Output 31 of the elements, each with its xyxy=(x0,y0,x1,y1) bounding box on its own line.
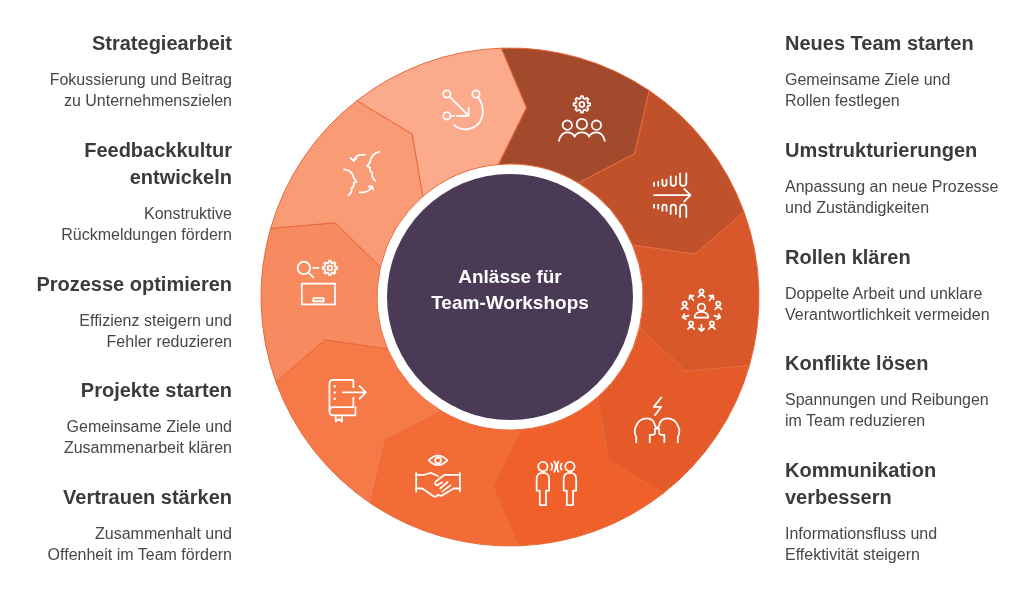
center-title: Anlässe für Team-Workshops xyxy=(430,265,590,315)
ring-segment xyxy=(270,100,424,268)
ring-segment xyxy=(356,47,528,198)
ring-segment xyxy=(631,211,760,372)
topic-description: Gemeinsame Ziele und Zusammenarbeit klären xyxy=(62,417,232,458)
topic-description: Doppelte Arbeit und unklare Verantwortlichkeit vermeiden xyxy=(785,284,991,325)
topic-description: Fokussierung und Beitrag zu Unternehmenszielen xyxy=(48,70,232,111)
topic-heading: Konflikte lösen xyxy=(785,351,929,376)
ring-segment xyxy=(596,326,750,494)
topic-description: Effizienz steigern und Fehler reduzieren xyxy=(78,311,232,352)
ring-segment xyxy=(497,47,650,184)
topic-heading: Vertrauen stärken xyxy=(63,485,232,510)
topic-heading: Umstrukturierungen xyxy=(785,138,978,163)
topic-heading: Neues Team starten xyxy=(785,31,974,56)
ring-segment xyxy=(370,410,523,547)
topic-description: Informationsfluss und Effektivität steigern xyxy=(785,524,939,565)
ring-segment xyxy=(492,396,664,547)
ring-segment xyxy=(260,222,389,383)
topic-description: Gemeinsame Ziele und Rollen festlegen xyxy=(785,70,952,111)
ring-segment xyxy=(275,339,442,504)
topic-description: Zusammenhalt und Offenheit im Team fördern xyxy=(46,524,232,565)
topic-heading: Kommunikation verbessern xyxy=(785,458,938,510)
topic-description: Anpassung an neue Prozesse und Zuständigkeiten xyxy=(785,177,1000,218)
topic-heading: Rollen klären xyxy=(785,245,911,270)
ring-segment xyxy=(578,90,745,255)
topic-heading: Strategiearbeit xyxy=(91,31,232,56)
topic-heading: Feedbackkultur entwickeln xyxy=(83,138,232,190)
topic-description: Konstruktive Rückmeldungen fördern xyxy=(60,204,232,245)
topic-description: Spannungen und Reibungen im Team reduzieren xyxy=(785,390,990,431)
topic-heading: Projekte starten xyxy=(80,378,232,403)
topic-heading: Prozesse optimieren xyxy=(36,272,232,297)
